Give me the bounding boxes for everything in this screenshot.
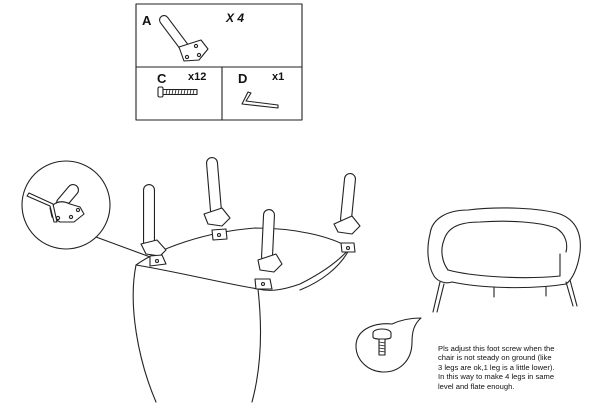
note-line-2: chair is not steady on ground (like	[438, 353, 552, 363]
allen-key-icon	[241, 91, 279, 109]
parts-box	[135, 3, 303, 121]
leg-mounted-4	[333, 173, 361, 253]
part-a-quantity: X 4	[225, 11, 244, 25]
sofa-icon	[427, 207, 581, 313]
foot-screw-callout	[355, 317, 422, 373]
note-line-1: Pls adjust this foot screw when the	[438, 344, 555, 353]
part-a-letter: A	[142, 13, 152, 28]
leg-mounted-2	[203, 157, 231, 241]
chair-back-left	[132, 264, 157, 403]
part-c-quantity: x12	[188, 71, 206, 83]
seat-edge	[299, 247, 351, 291]
chair-seat	[132, 227, 351, 403]
adjustment-note: Pls adjust this foot screw when the chai…	[438, 344, 600, 391]
leg-mounted-3	[254, 209, 283, 290]
parts-box-frame	[135, 3, 303, 121]
note-line-5: level and flate enough.	[438, 381, 515, 391]
part-d-quantity: x1	[272, 71, 284, 83]
leg-mounted-1	[140, 184, 167, 267]
callout-bubble	[355, 317, 422, 373]
detail-pointer-line	[95, 236, 154, 259]
part-d-letter: D	[238, 71, 247, 86]
note-line-4: In this way to make 4 legs in same	[438, 372, 555, 382]
note-line-3: 3 legs are ok,1 leg is a little lower).	[438, 362, 555, 372]
part-c-letter: C	[157, 71, 167, 86]
bolt-icon	[157, 86, 198, 98]
chair-back-right	[251, 288, 262, 403]
foot-screw-icon	[372, 328, 392, 356]
detail-circle	[21, 160, 111, 250]
leg-icon	[159, 15, 209, 62]
detail-allen-key	[26, 192, 58, 223]
detail-magnifier	[21, 160, 154, 259]
